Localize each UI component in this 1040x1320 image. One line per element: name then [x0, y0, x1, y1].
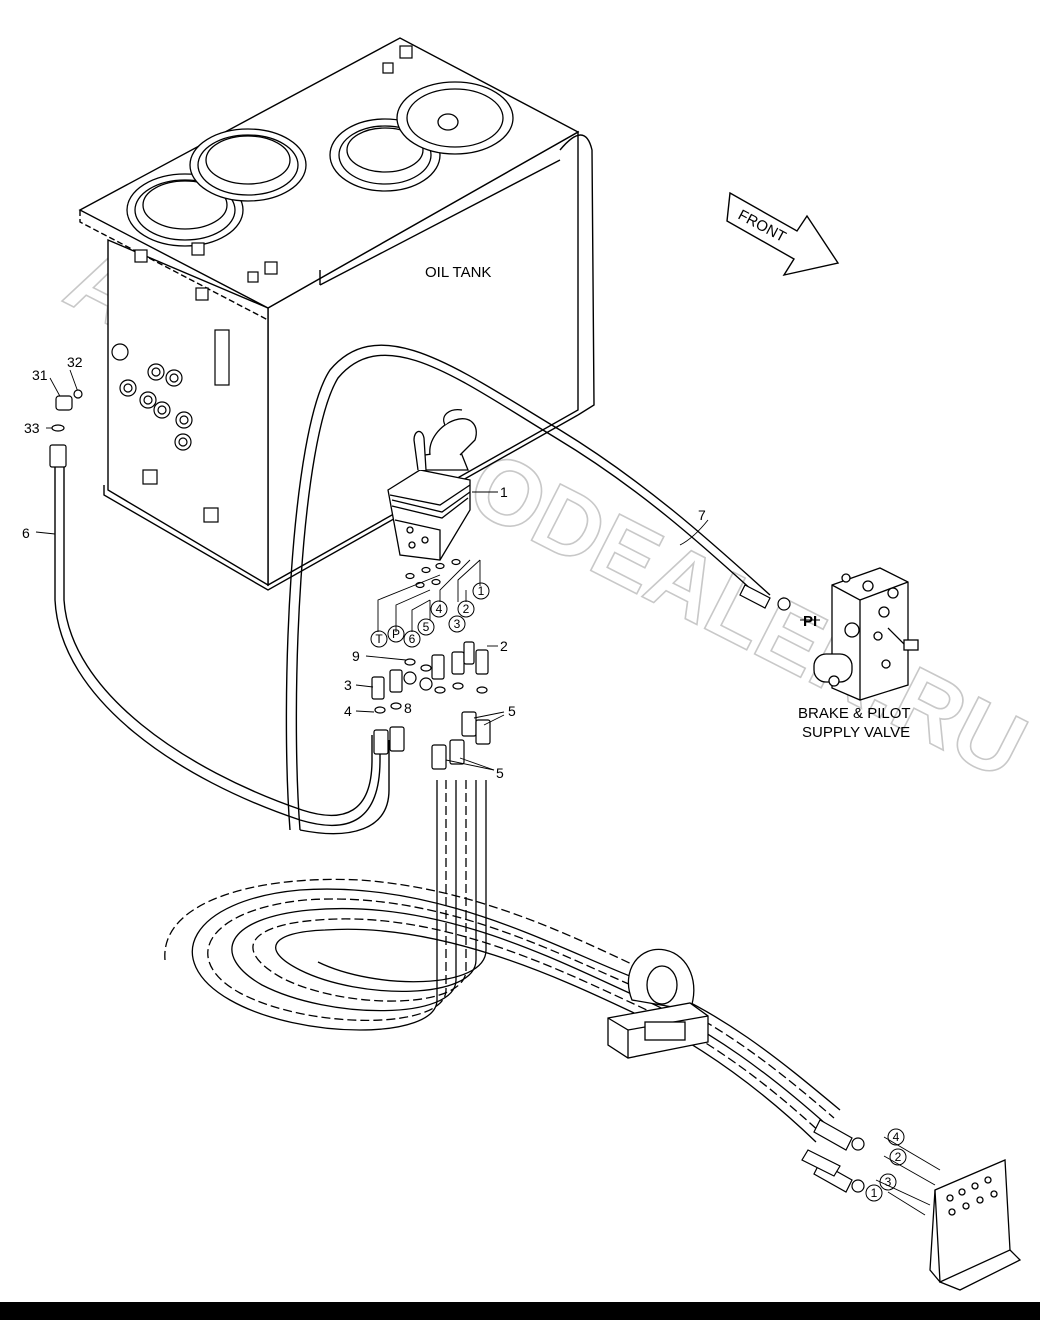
- callout-6: 6: [22, 525, 30, 541]
- brake-pilot-supply-valve: [813, 567, 919, 701]
- callout-8: 8: [404, 700, 412, 716]
- port-P: P: [392, 627, 400, 641]
- callout-labels: 1 2 3 4 5 5 6 7 8 9 31 32 33: [22, 354, 706, 781]
- port-circles-top: [370, 582, 490, 648]
- leader-lines: [35, 369, 941, 1216]
- callout-7: 7: [698, 507, 706, 523]
- port-3: 3: [454, 617, 461, 631]
- port-4: 4: [436, 602, 443, 616]
- port-2: 2: [463, 602, 470, 616]
- port-bottom-4: 4: [893, 1130, 900, 1144]
- oil-tank-label: OIL TANK: [425, 264, 491, 281]
- port-1: 1: [478, 584, 485, 598]
- port-bottom-1: 1: [871, 1186, 878, 1200]
- port-6: 6: [409, 632, 416, 646]
- tank-port-fittings: [111, 343, 193, 451]
- pilot-valve-assembly: [387, 409, 477, 561]
- tank-bosses: [134, 45, 413, 523]
- tank-opening-middle: [189, 128, 307, 202]
- port-pi-label: PI: [803, 613, 817, 630]
- callout-3: 3: [344, 677, 352, 693]
- fittings: [371, 558, 491, 770]
- callout-4: 4: [344, 703, 352, 719]
- front-arrow: FRONT: [726, 191, 840, 277]
- callout-5a: 5: [508, 703, 516, 719]
- hose-7: [285, 344, 771, 831]
- port-circles-bottom: [865, 1128, 907, 1202]
- port-5: 5: [423, 620, 430, 634]
- hose-clamp-bracket: [607, 948, 709, 1059]
- hose-loop: [164, 780, 841, 1143]
- callout-32: 32: [67, 354, 83, 370]
- mounting-plate: [929, 1159, 1022, 1291]
- port-bottom-2: 2: [895, 1150, 902, 1164]
- callout-5b: 5: [496, 765, 504, 781]
- hose-6: [54, 460, 390, 835]
- port-bottom-3: 3: [885, 1175, 892, 1189]
- bottom-hose-ends: [801, 1119, 865, 1193]
- callout-33: 33: [24, 420, 40, 436]
- valve-label-line2: SUPPLY VALVE: [802, 724, 910, 741]
- callout-1: 1: [500, 484, 508, 500]
- valve-label-line1: BRAKE & PILOT: [798, 705, 911, 722]
- tank-elbow-fitting: [49, 389, 83, 468]
- port-labels-top: T P 6 5 4 3 2 1: [375, 584, 484, 646]
- port-labels-bottom: 4 2 3 1: [871, 1130, 902, 1200]
- port-T: T: [375, 632, 383, 646]
- callout-9: 9: [352, 648, 360, 664]
- callout-2: 2: [500, 638, 508, 654]
- callout-31: 31: [32, 367, 48, 383]
- bottom-border-bar: [0, 1302, 1040, 1320]
- hose-7-end: [739, 584, 791, 611]
- tank-opening-back: [396, 81, 514, 155]
